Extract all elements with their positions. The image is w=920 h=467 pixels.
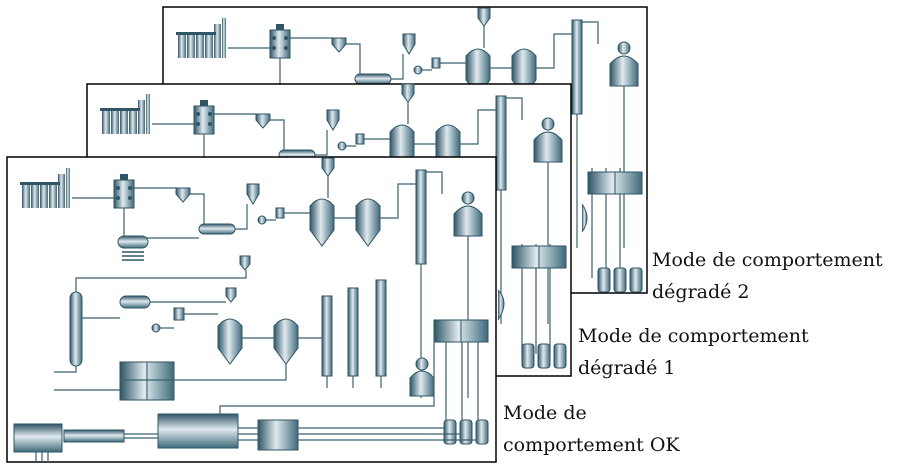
panel-ok <box>6 156 497 463</box>
label-ok-line1: Mode de <box>503 402 587 424</box>
label-degraded-2: Mode de comportement dégradé 2 <box>652 244 883 308</box>
label-degraded-1-line2: dégradé 1 <box>578 357 676 379</box>
label-ok: Mode de comportement OK <box>503 397 680 461</box>
label-degraded-2-line2: dégradé 2 <box>652 281 750 303</box>
plant-diagram-ok <box>13 157 489 462</box>
label-ok-line2: comportement OK <box>503 434 680 456</box>
label-degraded-1: Mode de comportement dégradé 1 <box>578 320 809 384</box>
label-degraded-1-line1: Mode de comportement <box>578 325 809 347</box>
label-degraded-2-line1: Mode de comportement <box>652 249 883 271</box>
plant-diagram-degraded-1 <box>99 83 567 369</box>
plant-diagram-degraded-2 <box>175 7 643 293</box>
